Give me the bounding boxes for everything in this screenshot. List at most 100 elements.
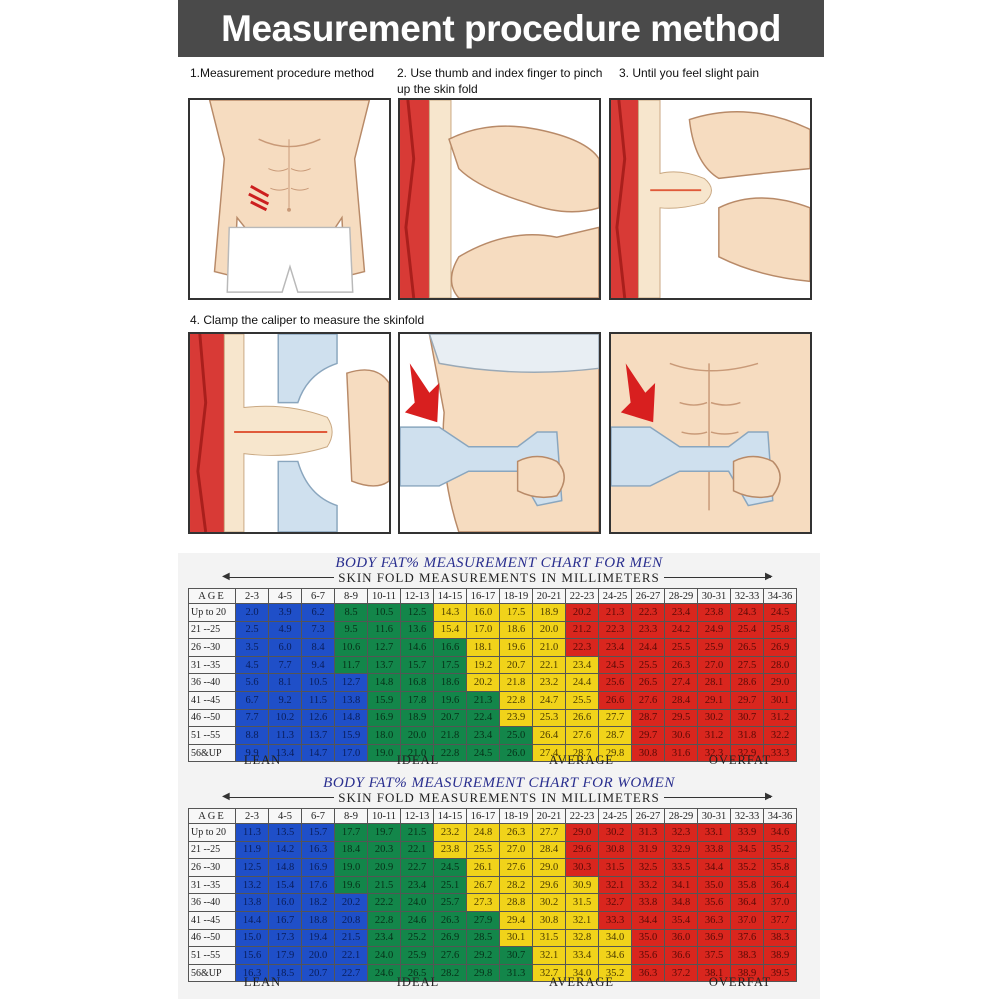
body-fat-cell: 21.5 [367,875,401,895]
body-fat-cell: 11.7 [334,655,368,675]
body-fat-cell: 27.4 [664,673,698,692]
body-fat-cell: 18.5 [268,963,302,983]
age-cell: 31 --35 [188,875,236,895]
body-fat-cell: 33.2 [631,875,665,895]
body-fat-cell: 3.5 [235,638,269,657]
body-fat-cell: 33.3 [598,910,632,930]
body-fat-cell: 15.6 [235,946,269,965]
body-fat-cell: 24.4 [565,673,599,692]
body-fat-cell: 23.9 [499,708,533,728]
body-fat-cell: 29.2 [466,946,500,965]
body-fat-cell: 27.5 [730,655,764,675]
body-fat-cell: 26.3 [499,823,533,842]
body-fat-cell: 9.4 [301,655,335,675]
body-fat-cell: 31.6 [664,743,698,763]
body-fat-cell: 8.1 [268,673,302,692]
body-fat-cell: 33.4 [565,946,599,965]
body-fat-cell: 22.3 [565,638,599,657]
body-fat-cell: 27.9 [466,910,500,930]
skinfold-column-header: 6-7 [301,588,335,604]
body-fat-cell: 27.4 [532,743,566,763]
body-fat-cell: 38.3 [730,946,764,965]
body-fat-cell: 25.3 [532,708,566,728]
body-fat-cell: 21.3 [598,603,632,622]
age-cell: 21 --25 [188,840,236,860]
body-fat-cell: 27.7 [532,823,566,842]
body-fat-cell: 24.3 [730,603,764,622]
body-fat-cell: 32.1 [532,946,566,965]
body-fat-cell: 9.5 [334,620,368,640]
body-fat-cell: 13.7 [301,726,335,745]
body-fat-cell: 20.0 [400,726,434,745]
body-fat-cell: 28.0 [763,655,797,675]
body-fat-cell: 28.7 [565,743,599,763]
age-cell: 41 --45 [188,910,236,930]
body-fat-cell: 22.4 [466,708,500,728]
body-fat-cell: 18.4 [334,840,368,860]
skinfold-column-header: 26-27 [631,808,665,824]
body-fat-cell: 26.1 [466,858,500,877]
body-fat-cell: 8.4 [301,638,335,657]
skinfold-column-header: 22-23 [565,588,599,604]
body-fat-cell: 30.8 [532,910,566,930]
body-fat-cell: 25.5 [664,638,698,657]
torso-illustration [190,100,389,298]
body-fat-cell: 26.9 [433,928,467,948]
body-fat-cell: 23.2 [532,673,566,692]
body-fat-cell: 7.7 [235,708,269,728]
body-fat-cell: 34.5 [730,840,764,860]
body-fat-cell: 30.1 [763,690,797,710]
body-fat-cell: 37.0 [730,910,764,930]
body-fat-cell: 13.7 [367,655,401,675]
body-fat-cell: 10.5 [367,603,401,622]
left-arrow-icon: ◀ [222,571,230,582]
skinfold-column-header: 12-13 [400,588,434,604]
body-fat-cell: 24.5 [433,858,467,877]
body-fat-cell: 20.8 [334,910,368,930]
body-fat-cell: 31.2 [763,708,797,728]
body-fat-cell: 29.8 [466,963,500,983]
body-fat-cell: 13.8 [334,690,368,710]
body-fat-cell: 23.4 [598,638,632,657]
body-fat-cell: 36.9 [697,928,731,948]
age-cell: 51 --55 [188,946,236,965]
skinfold-column-header: 34-36 [763,808,797,824]
body-fat-cell: 28.5 [466,928,500,948]
body-fat-cell: 20.7 [499,655,533,675]
body-fat-cell: 25.9 [697,638,731,657]
body-fat-cell: 27.7 [598,708,632,728]
body-fat-cell: 24.5 [598,655,632,675]
body-fat-cell: 37.5 [697,946,731,965]
body-fat-cell: 12.5 [235,858,269,877]
body-fat-cell: 15.7 [301,823,335,842]
body-fat-cell: 22.1 [532,655,566,675]
body-fat-cell: 35.2 [763,840,797,860]
body-fat-cell: 17.6 [301,875,335,895]
body-fat-cell: 24.8 [466,823,500,842]
body-fat-cell: 38.3 [763,928,797,948]
body-fat-cell: 28.8 [499,893,533,912]
skinfold-column-header: 4-5 [268,808,302,824]
body-fat-cell: 36.6 [664,946,698,965]
body-fat-cell: 30.7 [730,708,764,728]
body-fat-cell: 27.6 [499,858,533,877]
body-fat-cell: 37.7 [763,910,797,930]
body-fat-cell: 18.6 [499,620,533,640]
body-fat-cell: 20.2 [466,673,500,692]
skinfold-column-header: 12-13 [400,808,434,824]
body-fat-cell: 10.2 [268,708,302,728]
body-fat-cell: 21.8 [499,673,533,692]
skinfold-column-header: 22-23 [565,808,599,824]
body-fat-cell: 17.9 [268,946,302,965]
body-fat-cell: 16.7 [268,910,302,930]
men-body-fat-chart: BODY FAT% MEASUREMENT CHART FOR MEN ◀ ▶ … [178,553,820,773]
body-fat-cell: 31.3 [631,823,665,842]
body-fat-cell: 26.4 [532,726,566,745]
